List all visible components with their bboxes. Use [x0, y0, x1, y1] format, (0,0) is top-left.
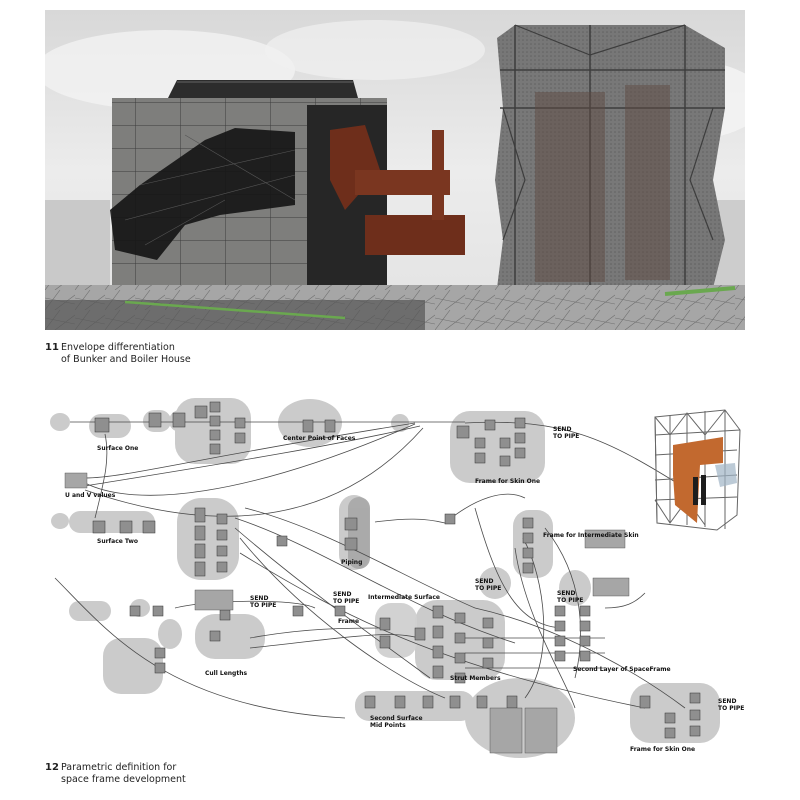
label-send-to-pipe-4: SEND TO PIPE — [475, 578, 502, 592]
figure-12-parametric-definition: Surface One Center Point of Faces Frame … — [45, 378, 765, 758]
label-frame: Frame — [338, 618, 360, 625]
label-send-to-pipe-2: SEND TO PIPE — [250, 595, 277, 609]
building-elevation-illustration — [45, 10, 745, 330]
label-center-point-of-faces: Center Point of Faces — [283, 435, 356, 442]
label-send-to-pipe-6: SEND TO PIPE — [718, 698, 745, 712]
label-frame-for-skin-one-top: Frame for Skin One — [475, 478, 541, 485]
label-u-and-v-values: U and V values — [65, 492, 116, 499]
label-piping: Piping — [341, 559, 363, 566]
label-frame-for-intermediate-skin: Frame for Intermediate Skin — [543, 532, 639, 539]
label-surface-one: Surface One — [97, 445, 139, 452]
label-intermediate-surface: Intermediate Surface — [368, 594, 440, 601]
figure-11-rendering — [45, 10, 745, 330]
label-second-surface-mid-points: Second Surface Mid Points — [370, 715, 423, 729]
label-send-to-pipe-1: SEND TO PIPE — [553, 426, 580, 440]
label-send-to-pipe-3: SEND TO PIPE — [333, 591, 360, 605]
caption-text: Envelope differentiation of Bunker and B… — [61, 342, 191, 365]
label-strut-members: Strut Members — [450, 675, 501, 682]
label-send-to-pipe-5: SEND TO PIPE — [557, 590, 584, 604]
node-graph-illustration — [50, 398, 720, 758]
label-surface-two: Surface Two — [97, 538, 139, 545]
space-frame-inset-render — [645, 405, 755, 535]
label-cull-lengths: Cull Lengths — [205, 670, 248, 677]
label-second-layer-of-spaceframe: Second Layer of SpaceFrame — [573, 666, 671, 673]
caption-text: Parametric definition for space frame de… — [61, 762, 186, 785]
label-frame-for-skin-one-bottom: Frame for Skin One — [630, 746, 696, 753]
figure-number: 11 — [45, 342, 59, 353]
figure-number: 12 — [45, 762, 59, 773]
space-frame-illustration — [654, 409, 741, 531]
